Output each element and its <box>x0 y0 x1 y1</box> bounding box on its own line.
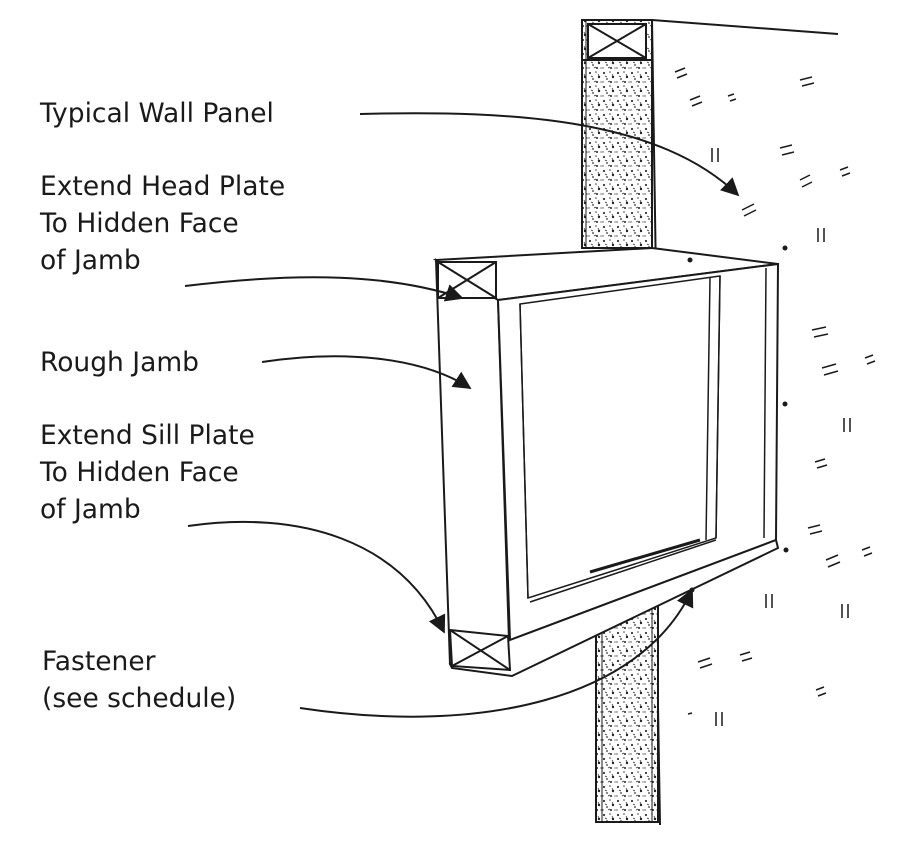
label-line: (see schedule) <box>42 683 237 714</box>
label-line: of Jamb <box>40 245 141 276</box>
label-line: Extend Head Plate <box>40 171 286 202</box>
label-line: Extend Sill Plate <box>40 420 255 451</box>
arrow-wall-panel <box>359 112 740 197</box>
label-extend-head-plate: Extend Head Plate To Hidden Face of Jamb <box>40 168 285 279</box>
arrow-fastener <box>299 588 694 718</box>
label-extend-sill-plate: Extend Sill Plate To Hidden Face of Jamb <box>40 417 255 528</box>
window-frame <box>432 246 780 678</box>
label-line: of Jamb <box>40 494 141 525</box>
arrow-rough-jamb <box>261 355 472 389</box>
label-typical-wall-panel: Typical Wall Panel <box>40 95 274 132</box>
leader-arrows <box>184 112 740 718</box>
label-rough-jamb: Rough Jamb <box>40 344 199 381</box>
label-line: To Hidden Face <box>40 457 239 488</box>
upper-stud <box>581 19 653 249</box>
label-line: To Hidden Face <box>40 208 239 239</box>
wall-top-edge <box>651 19 839 35</box>
arrow-head-plate <box>184 276 464 302</box>
arrow-sill-plate <box>187 520 446 634</box>
label-line: Fastener <box>42 646 156 677</box>
label-line: Typical Wall Panel <box>40 98 274 129</box>
label-fastener: Fastener (see schedule) <box>42 643 236 717</box>
sill-plate <box>448 538 780 678</box>
label-line: Rough Jamb <box>40 347 199 378</box>
surface-hatching <box>674 67 876 726</box>
opening-frame <box>496 262 780 642</box>
